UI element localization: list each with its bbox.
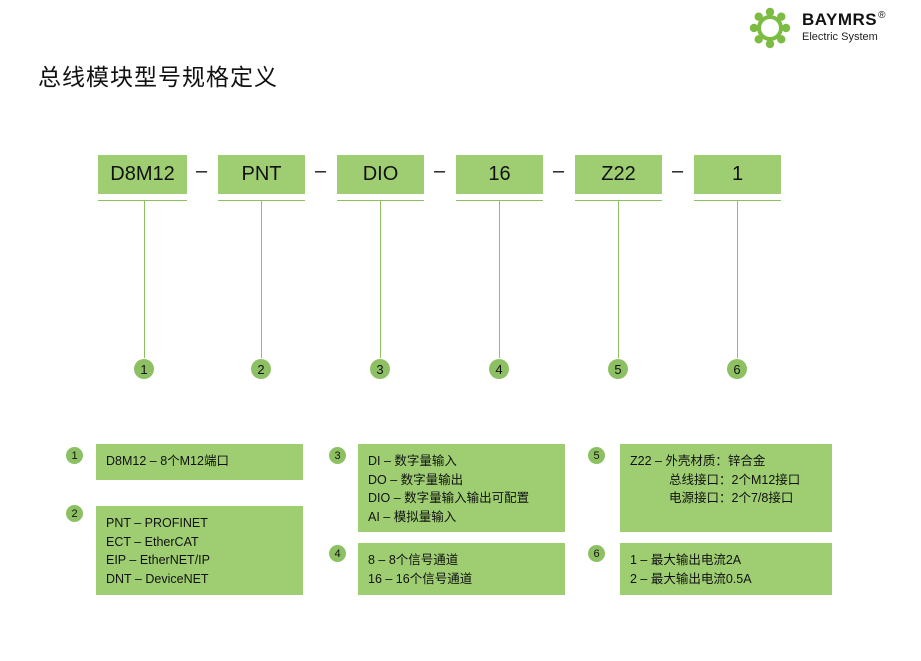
- connector-line: [261, 200, 262, 358]
- box-marker-6: 6: [588, 545, 605, 562]
- brand-logo: BAYMRS® Electric System: [748, 6, 918, 52]
- box-line: DNT – DeviceNET: [106, 571, 209, 586]
- box-line: 16 – 16个信号通道: [368, 571, 473, 586]
- box-marker-4: 4: [329, 545, 346, 562]
- marker-4: 4: [489, 359, 509, 379]
- marker-1: 1: [134, 359, 154, 379]
- gear-ring-icon: [749, 7, 791, 49]
- page-title: 总线模块型号规格定义: [38, 64, 278, 90]
- box-line: EIP – EtherNET/IP: [106, 553, 210, 567]
- box-line: PNT – PROFINET: [106, 516, 208, 530]
- box-line: 2 – 最大输出电流0.5A: [630, 571, 752, 586]
- box-line: ECT – EtherCAT: [106, 534, 199, 549]
- code-segment-3: DIO: [337, 155, 424, 194]
- segment-underline: [98, 200, 187, 201]
- box-line: DIO – 数字量输入输出可配置: [368, 491, 530, 505]
- box-marker-3: 3: [329, 447, 346, 464]
- definition-box-2: PNT – PROFINET ECT – EtherCAT EIP – Ethe…: [96, 506, 303, 595]
- separator-dash: –: [434, 160, 446, 182]
- definition-box-1: D8M12 – 8个M12端口: [96, 444, 303, 480]
- separator-dash: –: [553, 160, 565, 182]
- definition-box-4: 8 – 8个信号通道 16 – 16个信号通道: [358, 543, 565, 595]
- definition-box-3: DI – 数字量输入 DO – 数字量输出 DIO – 数字量输入输出可配置 A…: [358, 444, 565, 532]
- box-marker-1: 1: [66, 447, 83, 464]
- box-line: 电源接口：2个7/8接口: [669, 491, 794, 505]
- brand-name: BAYMRS®: [802, 10, 886, 29]
- box-line: AI – 模拟量输入: [368, 509, 457, 524]
- connector-line: [144, 200, 145, 358]
- code-segment-4: 16: [456, 155, 543, 194]
- marker-2: 2: [251, 359, 271, 379]
- connector-line: [618, 200, 619, 358]
- marker-5: 5: [608, 359, 628, 379]
- connector-line: [499, 200, 500, 358]
- box-line: DI – 数字量输入: [368, 454, 457, 468]
- separator-dash: –: [672, 160, 684, 182]
- code-segment-6: 1: [694, 155, 781, 194]
- code-segment-5: Z22: [575, 155, 662, 194]
- box-marker-5: 5: [588, 447, 605, 464]
- code-segment-1: D8M12: [98, 155, 187, 194]
- box-line: DO – 数字量输出: [368, 472, 464, 487]
- definition-box-6: 1 – 最大输出电流2A 2 – 最大输出电流0.5A: [620, 543, 832, 595]
- code-segment-2: PNT: [218, 155, 305, 194]
- connector-line: [737, 200, 738, 358]
- definition-box-5: Z22 – 外壳材质：锌合金 总线接口：2个M12接口 电源接口：2个7/8接口: [620, 444, 832, 532]
- box-line: 1 – 最大输出电流2A: [630, 553, 742, 567]
- box-marker-2: 2: [66, 505, 83, 522]
- marker-6: 6: [727, 359, 747, 379]
- separator-dash: –: [315, 160, 327, 182]
- marker-3: 3: [370, 359, 390, 379]
- brand-tagline: Electric System: [802, 31, 878, 43]
- box-line: Z22 – 外壳材质：锌合金: [630, 454, 766, 468]
- box-line: D8M12 – 8个M12端口: [106, 454, 229, 468]
- box-line: 8 – 8个信号通道: [368, 553, 459, 567]
- separator-dash: –: [196, 160, 208, 182]
- box-line: 总线接口：2个M12接口: [669, 472, 801, 487]
- connector-line: [380, 200, 381, 358]
